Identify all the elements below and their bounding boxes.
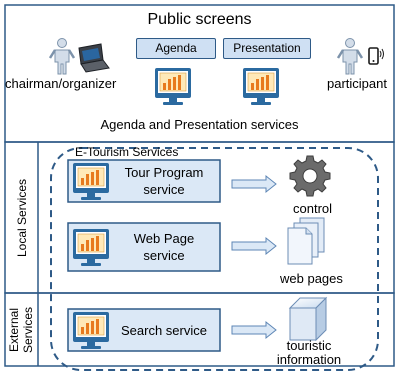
web-page-line1: Web Page [133, 231, 195, 246]
external-services-line1: External [7, 307, 21, 353]
document-pages-icon [287, 217, 325, 265]
laptop-icon [78, 43, 110, 73]
gear-icon [289, 155, 331, 197]
mobile-phone-icon [368, 47, 384, 65]
web-page-line2: service [143, 248, 185, 263]
participant-label: participant [327, 76, 387, 91]
web-page-service-label: Web Page service [110, 230, 218, 264]
control-label: control [293, 201, 333, 216]
search-arrow-icon [231, 321, 277, 339]
e-tourism-dashed-group [50, 147, 379, 371]
chairman-label: chairman/organizer [5, 76, 117, 91]
external-services-side-label: External Services [7, 307, 35, 353]
external-services-line2: Services [21, 306, 35, 354]
tour-program-arrow-icon [231, 175, 277, 193]
cube-icon [288, 296, 328, 342]
public-screens-title: Public screens [147, 11, 252, 28]
tour-program-line2: service [143, 182, 185, 197]
e-tourism-group-title: E-Tourism Services [75, 145, 179, 159]
web-pages-label: web pages [280, 271, 343, 286]
tour-program-line1: Tour Program [124, 165, 204, 180]
web-page-arrow-icon [231, 237, 277, 255]
presentation-tab: Presentation [223, 38, 311, 59]
touristic-line2: information [276, 352, 342, 367]
agenda-tab: Agenda [136, 38, 216, 59]
external-services-frame [4, 292, 395, 367]
public-screens-frame [4, 4, 395, 143]
search-service-label: Search service [121, 323, 207, 338]
local-services-side-label: Local Services [15, 178, 29, 258]
tour-program-service-label: Tour Program service [110, 164, 218, 198]
services-caption: Agenda and Presentation services [100, 117, 299, 132]
touristic-information-label: touristic information [272, 339, 346, 367]
touristic-line1: touristic [286, 338, 332, 353]
